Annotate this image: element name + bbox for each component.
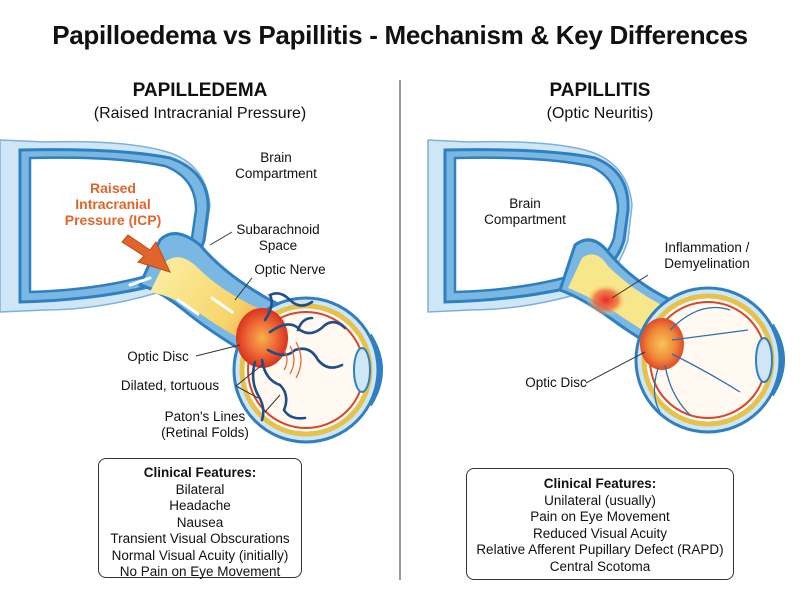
papillitis-illustration [427, 139, 785, 434]
inflammation-focus [586, 284, 626, 316]
csf-flow-arrows [128, 276, 234, 316]
papilledema-label-paton: Paton's Lines (Retinal Folds) [161, 409, 249, 440]
papillitis-feature-item: Unilateral (usually) [544, 492, 656, 508]
papillitis-heading-block: PAPILLITIS (Optic Neuritis) [400, 80, 800, 123]
papilledema-label-optic-nerve: Optic Nerve [254, 262, 326, 277]
right-retinal-vessels [653, 306, 749, 416]
papillitis-feature-item: Pain on Eye Movement [530, 509, 670, 524]
papilledema-features-title: Clinical Features: [143, 465, 257, 480]
papillitis-subheading: (Optic Neuritis) [546, 105, 654, 122]
papilledema-clinical-features: Clinical Features: Bilateral Headache Na… [98, 458, 302, 579]
papilledema-label-subarachnoid: Subarachnoid Space [236, 222, 320, 253]
papillitis-label-optic-disc: Optic Disc [525, 375, 587, 390]
papillitis-clinical-features: Clinical Features: Unilateral (usually) … [466, 468, 734, 580]
papilledema-subheading: (Raised Intracranial Pressure) [93, 105, 307, 122]
papillitis-label-inflammation: Inflammation / Demyelination [664, 240, 750, 271]
papilledema-heading: PAPILLEDEMA [132, 80, 268, 101]
right-optic-disc [640, 318, 684, 370]
panel-divider [399, 80, 401, 580]
papilledema-label-optic-disc: Optic Disc [127, 349, 189, 364]
papilledema-heading-block: PAPILLEDEMA (Raised Intracranial Pressur… [0, 80, 400, 123]
papilledema-label-brain: Brain Compartment [235, 150, 317, 181]
papillitis-label-brain: Brain Compartment [484, 196, 566, 227]
left-eye-lens [353, 347, 371, 393]
page-title: Papilloedema vs Papillitis - Mechanism &… [52, 20, 748, 50]
papilledema-feature-item: Normal Visual Acuity (initially) [111, 547, 289, 563]
papilledema-feature-item: Bilateral [175, 481, 225, 497]
papilledema-feature-item: Headache [169, 498, 231, 513]
papilledema-feature-item: Nausea [176, 514, 224, 530]
papilledema-label-icp: Raised Intracranial Pressure (ICP) [64, 180, 162, 228]
paton-lines [283, 341, 302, 379]
papilledema-feature-item: Transient Visual Obscurations [110, 531, 290, 546]
papilledema-illustration [0, 139, 383, 444]
papillitis-feature-item: Central Scotoma [549, 558, 651, 574]
right-eye-lens [755, 337, 773, 383]
icp-arrow [121, 234, 171, 273]
papillitis-feature-item: Relative Afferent Pupillary Defect (RAPD… [476, 542, 724, 557]
papillitis-heading: PAPILLITIS [549, 80, 651, 101]
left-leader-lines [195, 231, 281, 413]
papilledema-label-dilated: Dilated, tortuous [120, 378, 220, 393]
papillitis-feature-item: Reduced Visual Acuity [532, 525, 668, 541]
papillitis-features-title: Clinical Features: [543, 476, 657, 491]
papilledema-feature-item: No Pain on Eye Movement [119, 564, 281, 579]
right-leader-lines [585, 274, 649, 384]
left-eye-cornea [368, 333, 383, 407]
right-eye-cornea [770, 323, 785, 397]
